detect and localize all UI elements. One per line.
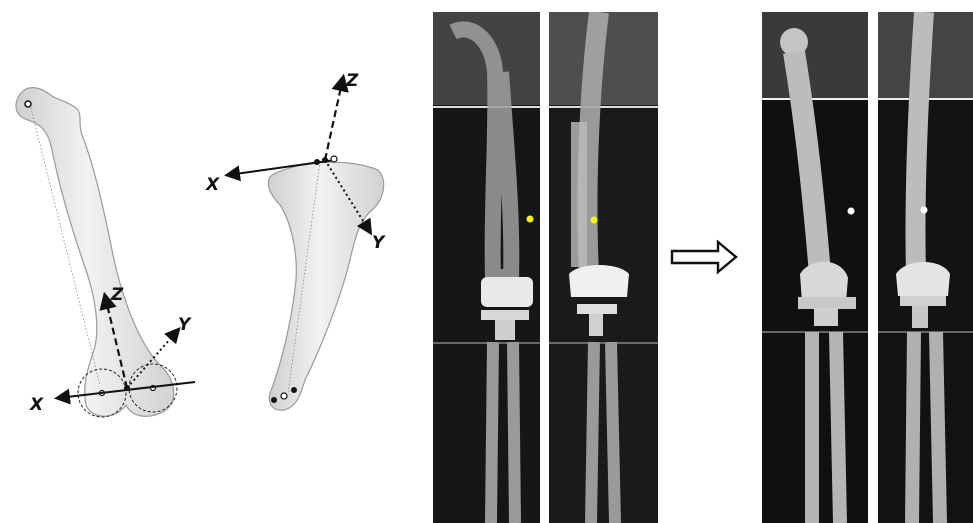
- ankle-marker-lateral: [291, 387, 297, 393]
- tibia-model: X Z Y: [205, 71, 386, 410]
- tibia-y-label: Y: [372, 233, 386, 253]
- tibial-implant-4: [912, 306, 928, 328]
- femur-model: X Z Y: [16, 88, 195, 417]
- tibia-z-axis: [325, 78, 343, 160]
- femur-y-label: Y: [178, 315, 192, 335]
- femoral-implant-2: [569, 265, 629, 297]
- xray-panel-1: [433, 12, 540, 523]
- femur-origin: [124, 385, 130, 391]
- white-marker-1: [848, 208, 855, 215]
- bone-models-panel: X Z Y X Z Y: [0, 0, 430, 523]
- femur-shape: [16, 88, 174, 417]
- xray-panel-2: [549, 12, 658, 523]
- tibia-z-label: Z: [345, 71, 359, 91]
- tibia-shape: [268, 162, 383, 410]
- tibia-origin-left: [314, 159, 320, 165]
- femoral-implant-4: [896, 262, 950, 296]
- white-marker-2: [921, 207, 928, 214]
- right-outline-arrow-icon: [670, 239, 740, 275]
- tibial-implant-2: [589, 314, 603, 336]
- yellow-marker-1: [527, 216, 534, 223]
- femoral-implant-3: [800, 262, 848, 302]
- femur-x-label: X: [29, 395, 44, 415]
- yellow-marker-2: [591, 217, 598, 224]
- tibia-x-label: X: [205, 175, 220, 195]
- tibia-origin: [322, 157, 328, 163]
- femur-z-label: Z: [110, 285, 124, 305]
- femoral-head-marker: [25, 101, 31, 107]
- tibia-origin-right: [331, 156, 337, 162]
- tibial-implant-3: [814, 308, 838, 326]
- ankle-marker-medial: [271, 397, 277, 403]
- femoral-implant-1: [481, 277, 533, 307]
- ankle-marker-center: [281, 393, 287, 399]
- tibial-implant-1: [495, 320, 515, 340]
- xray-panel-4: [878, 12, 973, 523]
- xray-panel-3: [762, 12, 868, 523]
